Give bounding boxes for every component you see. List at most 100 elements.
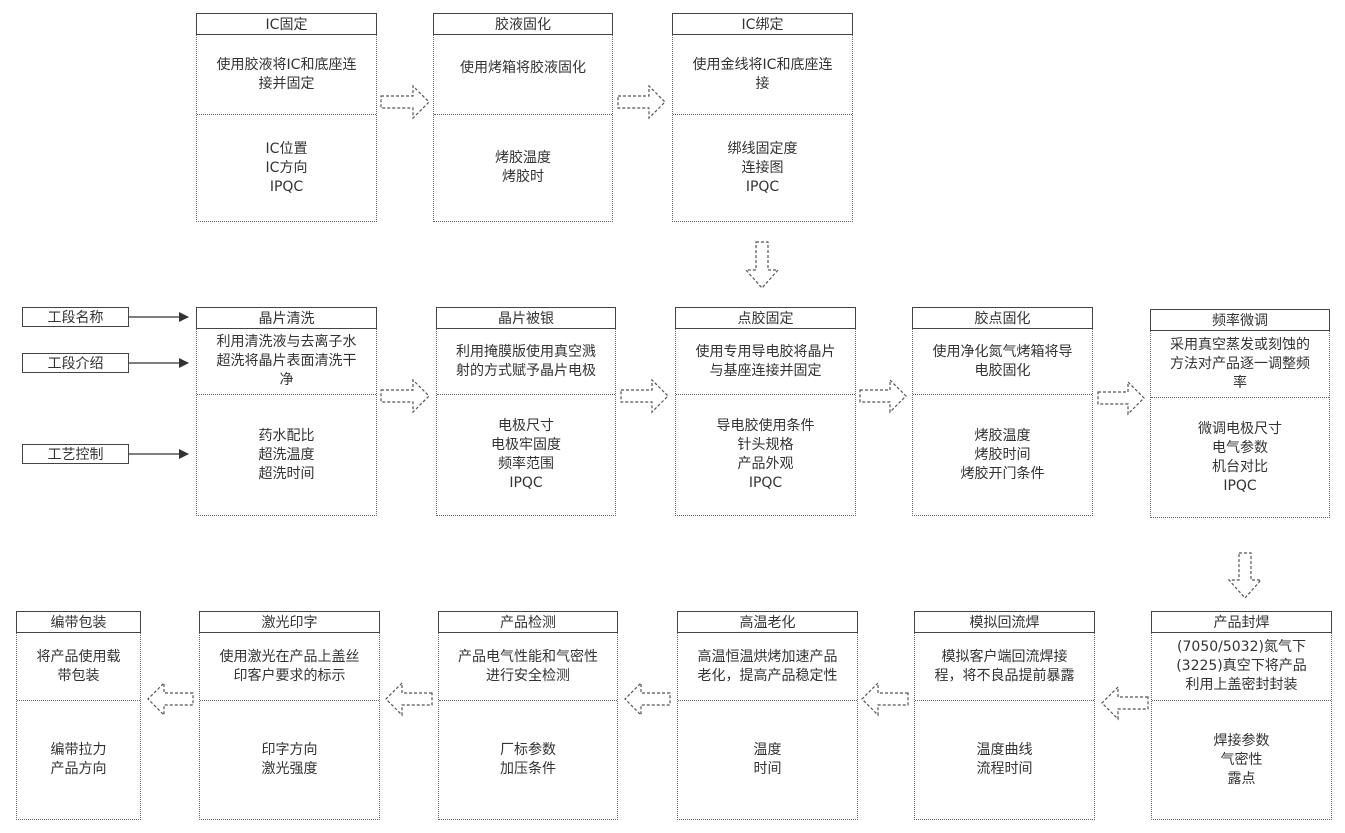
- control-item: IPQC: [269, 178, 304, 195]
- step-dot-cure: 胶点固化 使用净化氮气烤箱将导 电胶固化 烤胶温度 烤胶时间 烤胶开门条件: [912, 307, 1093, 516]
- step-reflow: 模拟回流焊 模拟客户端回流焊接 程，将不良品提前暴露 温度曲线 流程时间: [914, 611, 1095, 820]
- step-title: 胶点固化: [912, 307, 1093, 329]
- control-item: IPQC: [745, 178, 780, 195]
- control-item: IPQC: [1223, 477, 1257, 494]
- step-ic-bond: IC绑定 使用金线将IC和底座连 接 绑线固定度 连接图 IPQC: [672, 13, 853, 222]
- step-title: 晶片被银: [436, 307, 616, 329]
- control-item: 针头规格: [737, 437, 794, 453]
- step-controls: 厂标参数 加压条件: [439, 701, 617, 819]
- step-controls: 温度曲线 流程时间: [915, 701, 1094, 819]
- step-controls: 编带拉力 产品方向: [17, 701, 140, 819]
- legend-process-control: 工艺控制: [22, 444, 129, 464]
- step-description: 模拟客户端回流焊接 程，将不良品提前暴露: [915, 633, 1094, 701]
- step-title: 模拟回流焊: [914, 611, 1095, 633]
- control-item: 印字方向: [261, 742, 318, 758]
- step-seal: 产品封焊 (7050/5032)氮气下 (3225)真空下将产品 利用上盖密封封…: [1151, 611, 1332, 820]
- step-description: 使用专用导电胶将晶片 与基座连接并固定: [676, 329, 855, 395]
- control-item: 频率范围: [498, 456, 554, 472]
- step-tape: 编带包装 将产品使用载 带包装 编带拉力 产品方向: [16, 611, 141, 820]
- control-item: 温度: [753, 742, 782, 758]
- step-description: 使用烤箱将胶液固化: [434, 35, 612, 115]
- step-description: 利用清洗液与去离子水 超洗将晶片表面清洗干 净: [197, 329, 376, 395]
- step-glue-cure: 胶液固化 使用烤箱将胶液固化 烤胶温度 烤胶时: [433, 13, 613, 222]
- control-item: 焊接参数: [1213, 732, 1270, 749]
- control-item: 加压条件: [500, 761, 556, 777]
- control-item: 药水配比: [258, 427, 315, 444]
- step-title: 胶液固化: [433, 13, 613, 35]
- control-item: 温度曲线: [976, 742, 1033, 758]
- control-item: IPQC: [748, 475, 783, 491]
- control-item: 气密性: [1220, 751, 1263, 768]
- control-item: 编带拉力: [50, 742, 107, 758]
- control-item: 微调电极尺寸: [1198, 420, 1282, 437]
- control-item: 流程时间: [976, 761, 1033, 777]
- step-description: 使用金线将IC和底座连 接: [673, 35, 852, 115]
- control-item: 电极尺寸: [498, 418, 554, 434]
- step-wafer-clean: 晶片清洗 利用清洗液与去离子水 超洗将晶片表面清洗干 净 药水配比 超洗温度 超…: [196, 307, 377, 516]
- step-freq-tune: 频率微调 采用真空蒸发或刻蚀的 方法对产品逐一调整频 率 微调电极尺寸 电气参数…: [1150, 309, 1330, 518]
- step-aging: 高温老化 高温恒温烘烤加速产品 老化，提高产品稳定性 温度 时间: [677, 611, 858, 820]
- step-title: 激光印字: [199, 611, 380, 633]
- flow-arrow-down-icon: [1227, 552, 1263, 599]
- control-item: 产品方向: [50, 761, 107, 777]
- control-item: 绑线固定度: [727, 140, 798, 157]
- step-description: 采用真空蒸发或刻蚀的 方法对产品逐一调整频 率: [1151, 331, 1329, 398]
- step-description: 高温恒温烘烤加速产品 老化，提高产品稳定性: [678, 633, 857, 701]
- step-controls: 烤胶温度 烤胶时: [434, 115, 612, 221]
- control-item: 激光强度: [261, 761, 318, 777]
- step-title: IC固定: [196, 13, 377, 35]
- control-item: IC方向: [265, 159, 308, 176]
- control-item: 电极牢固度: [491, 437, 561, 453]
- step-controls: IC位置 IC方向 IPQC: [197, 115, 376, 221]
- step-title: 高温老化: [677, 611, 858, 633]
- step-description: 产品电气性能和气密性 进行安全检测: [439, 633, 617, 701]
- step-title: 编带包装: [16, 611, 141, 633]
- step-title: 产品检测: [438, 611, 618, 633]
- control-item: IPQC: [509, 475, 543, 491]
- flow-arrow-right-icon: [380, 378, 430, 414]
- step-controls: 烤胶温度 烤胶时间 烤胶开门条件: [913, 395, 1092, 515]
- control-item: 电气参数: [1212, 439, 1268, 456]
- flow-arrow-left-icon: [624, 681, 671, 717]
- control-item: 产品外观: [737, 456, 794, 472]
- control-item: 烤胶温度: [974, 427, 1031, 444]
- step-controls: 导电胶使用条件 针头规格 产品外观 IPQC: [676, 395, 855, 515]
- step-description: 使用激光在产品上盖丝 印客户要求的标示: [200, 633, 379, 701]
- control-item: 露点: [1227, 770, 1256, 787]
- control-item: 导电胶使用条件: [716, 418, 815, 434]
- step-controls: 微调电极尺寸 电气参数 机台对比 IPQC: [1151, 398, 1329, 517]
- step-title: 产品封焊: [1151, 611, 1332, 633]
- flow-arrow-right-icon: [617, 84, 666, 120]
- step-laser: 激光印字 使用激光在产品上盖丝 印客户要求的标示 印字方向 激光强度: [199, 611, 380, 820]
- control-item: 烤胶温度: [495, 150, 551, 166]
- flow-arrow-right-icon: [859, 378, 907, 414]
- flow-arrow-left-icon: [861, 681, 909, 717]
- flow-arrow-left-icon: [1101, 685, 1149, 721]
- legend-stage-name: 工段名称: [22, 307, 129, 327]
- flow-arrow-left-icon: [147, 681, 194, 717]
- step-controls: 焊接参数 气密性 露点: [1152, 701, 1331, 819]
- step-dispense-fix: 点胶固定 使用专用导电胶将晶片 与基座连接并固定 导电胶使用条件 针头规格 产品…: [675, 307, 856, 516]
- step-controls: 印字方向 激光强度: [200, 701, 379, 819]
- step-description: 使用净化氮气烤箱将导 电胶固化: [913, 329, 1092, 395]
- step-description: 使用胶液将IC和底座连 接并固定: [197, 35, 376, 115]
- control-item: 厂标参数: [500, 742, 556, 758]
- step-controls: 绑线固定度 连接图 IPQC: [673, 115, 852, 221]
- control-item: 烤胶时间: [974, 446, 1031, 463]
- step-controls: 温度 时间: [678, 701, 857, 819]
- step-ic-fix: IC固定 使用胶液将IC和底座连 接并固定 IC位置 IC方向 IPQC: [196, 13, 377, 222]
- step-title: 点胶固定: [675, 307, 856, 329]
- step-controls: 药水配比 超洗温度 超洗时间: [197, 395, 376, 515]
- step-inspect: 产品检测 产品电气性能和气密性 进行安全检测 厂标参数 加压条件: [438, 611, 618, 820]
- step-controls: 电极尺寸 电极牢固度 频率范围 IPQC: [437, 395, 615, 515]
- step-description: 利用掩膜版使用真空溅 射的方式赋予晶片电极: [437, 329, 615, 395]
- control-item: IC位置: [265, 140, 308, 157]
- flow-arrow-left-icon: [385, 681, 433, 717]
- control-item: 烤胶时: [502, 169, 544, 185]
- control-item: 烤胶开门条件: [960, 465, 1045, 482]
- step-description: (7050/5032)氮气下 (3225)真空下将产品 利用上盖密封封装: [1152, 633, 1331, 701]
- step-wafer-silver: 晶片被银 利用掩膜版使用真空溅 射的方式赋予晶片电极 电极尺寸 电极牢固度 频率…: [436, 307, 616, 516]
- step-title: IC绑定: [672, 13, 853, 35]
